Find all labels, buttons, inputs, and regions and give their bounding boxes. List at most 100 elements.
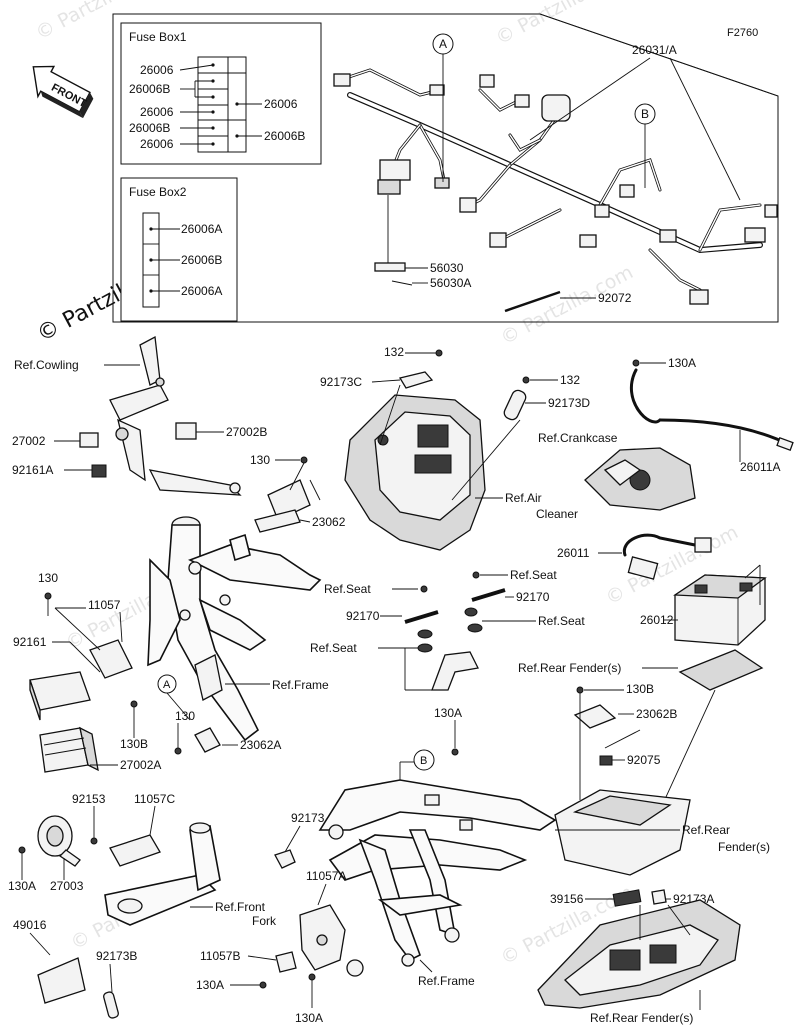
rear-fender-ref [537, 899, 741, 1009]
part-label: 11057 [88, 598, 121, 612]
callout-b: B [634, 103, 656, 188]
part-label: 27003 [50, 879, 84, 893]
strip-92170-a [404, 610, 439, 624]
clamp-92173a [651, 889, 667, 905]
ref-label: Ref.Rear [682, 823, 730, 837]
part-label: 130A [196, 978, 224, 992]
clamp-92173b [103, 991, 119, 1019]
part-label: 92173 [291, 811, 325, 825]
fuse-label: 26006B [181, 253, 222, 267]
clamp-92173 [274, 849, 296, 869]
part-39156 [612, 889, 642, 907]
part-label: 132 [560, 373, 580, 387]
ref-label: Fork [252, 914, 277, 928]
fuse-label: 26006 [264, 97, 298, 111]
part-label: 27002A [120, 758, 161, 772]
fuse-label: 26006B [264, 129, 305, 143]
svg-text:A: A [439, 37, 447, 51]
part-label: 11057C [134, 792, 175, 806]
ref-label: Ref.Air [505, 491, 542, 505]
part-label: 130B [626, 682, 654, 696]
part-label: 92161 [13, 635, 47, 649]
part-label: 26011A [740, 460, 780, 474]
bracket-11057c [109, 834, 161, 867]
part-label: 92075 [627, 753, 661, 767]
fuse-label: 26006 [140, 105, 174, 119]
part-label: 92161A [12, 463, 53, 477]
part-label: 130A [295, 1011, 323, 1025]
bracket-23062 [254, 479, 311, 533]
seat-bracket [431, 651, 479, 691]
part-label: 56030A [430, 276, 471, 290]
fuse-label: 26006B [129, 82, 170, 96]
diagram-code: F2760 [727, 27, 758, 39]
fuse-box-1: Fuse Box1 26006 26006B 26006 26006B 2600… [120, 22, 322, 165]
watermark: © Partzilla.com [492, 0, 632, 49]
air-cleaner-housing [344, 394, 486, 551]
part-label: 92173B [96, 949, 137, 963]
part-label: 11057B [200, 949, 240, 963]
part-label: 92173D [548, 396, 590, 410]
grommet-92075 [599, 755, 613, 766]
part-label: 26012 [640, 613, 674, 627]
fuse-label: 26006 [140, 137, 174, 151]
cowling-bracket [109, 335, 242, 496]
bracket-11057 [89, 639, 133, 679]
part-label: 130B [120, 737, 148, 751]
relay-27002 [79, 432, 99, 448]
part-label: 130A [668, 356, 696, 370]
battery-pad [678, 649, 764, 691]
front-fork-ref [104, 822, 221, 926]
crankcase-ref [584, 447, 696, 511]
clamp-92173c [398, 371, 434, 389]
fuse-box-2-title: Fuse Box2 [129, 185, 187, 199]
part-label: 130A [8, 879, 36, 893]
fuse-label: 26006A [181, 284, 222, 298]
ref-label: Ref.Seat [310, 641, 357, 655]
part-label: 130 [250, 453, 270, 467]
bracket-23062a [194, 727, 221, 753]
part-label: 92170 [516, 590, 550, 604]
fuse-label: 26006B [129, 121, 170, 135]
part-label: 132 [384, 345, 404, 359]
sheet-49016 [37, 957, 86, 1004]
main-wiring-harness [333, 68, 778, 305]
part-label: 49016 [13, 918, 47, 932]
ref-label: Ref.Frame [418, 974, 475, 988]
ecu-cover-92161 [29, 671, 91, 721]
part-label: 23062B [636, 707, 677, 721]
ref-label: Ref.Rear Fender(s) [518, 661, 621, 675]
battery-cable-26011 [622, 533, 697, 557]
harness-part-label: 26031/A [632, 43, 677, 57]
grommet-92161a [91, 464, 107, 478]
bracket-23062b [573, 704, 617, 729]
part-label: 130 [38, 571, 58, 585]
part-label: 23062A [240, 738, 281, 752]
svg-text:A: A [163, 679, 171, 691]
ref-label: Ref.Seat [538, 614, 585, 628]
part-label: 56030 [430, 261, 464, 275]
horn-27003 [37, 815, 81, 867]
fuse-box-2: Fuse Box2 26006A 26006B 26006A [120, 177, 238, 322]
part-label: 39156 [550, 892, 584, 906]
strip-92170-b [471, 588, 506, 602]
part-label: 11057A [306, 869, 346, 883]
ref-label: Ref.Rear Fender(s) [590, 1011, 693, 1025]
ref-label: Cleaner [536, 507, 578, 521]
ecu-27002a [39, 726, 99, 773]
clamp-92173d [503, 389, 527, 421]
part-label: 92170 [346, 609, 380, 623]
fuse-box-1-title: Fuse Box1 [129, 30, 187, 44]
ref-label: Ref.Front [215, 900, 266, 914]
callout-a-lower: A [157, 674, 191, 721]
part-label: 130A [434, 706, 462, 720]
part-label: 92072 [598, 291, 632, 305]
bracket-11057a [299, 904, 346, 971]
callout-a: A [432, 33, 454, 182]
harness-panel [112, 13, 779, 323]
part-label: 92153 [72, 792, 106, 806]
clamp-56030 [374, 262, 406, 272]
front-arrow-icon: FRONT [32, 65, 94, 119]
